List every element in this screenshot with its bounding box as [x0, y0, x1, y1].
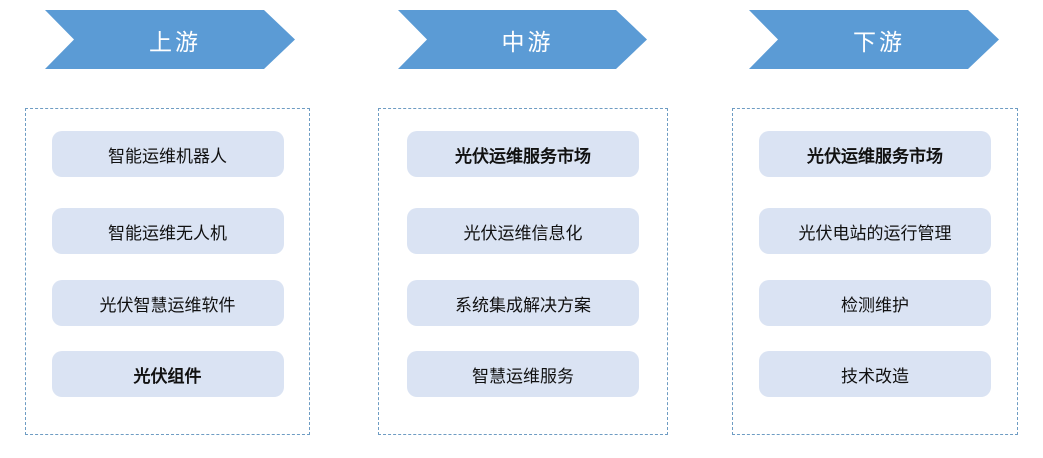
item-box: 技术改造: [759, 351, 991, 397]
item-box: 光伏运维信息化: [407, 208, 639, 254]
item-box: 检测维护: [759, 280, 991, 326]
item-box: 光伏组件: [51, 351, 284, 397]
stage-arrow-downstream: 下游: [749, 10, 999, 69]
item-box: 光伏运维服务市场: [407, 131, 639, 177]
item-box: 光伏智慧运维软件: [51, 280, 284, 326]
stage-arrow-label-upstream: 上游: [149, 28, 201, 55]
panel-midstream: 光伏运维服务市场 光伏运维信息化 系统集成解决方案 智慧运维服务: [378, 108, 668, 435]
item-box: 系统集成解决方案: [407, 280, 639, 326]
stage-arrow-label-midstream: 中游: [501, 28, 554, 55]
item-box: 智能运维无人机: [51, 208, 284, 254]
stage-arrow-midstream: 中游: [398, 10, 647, 69]
item-box: 智能运维机器人: [51, 131, 284, 177]
stage-arrow-upstream: 上游: [45, 10, 295, 69]
item-box: 智慧运维服务: [407, 351, 639, 397]
item-box: 光伏电站的运行管理: [759, 208, 991, 254]
panel-downstream: 光伏运维服务市场 光伏电站的运行管理 检测维护 技术改造: [732, 108, 1018, 435]
item-box: 光伏运维服务市场: [759, 131, 991, 177]
stage-arrow-label-downstream: 下游: [853, 28, 905, 55]
panel-upstream: 智能运维机器人 智能运维无人机 光伏智慧运维软件 光伏组件: [25, 108, 310, 435]
